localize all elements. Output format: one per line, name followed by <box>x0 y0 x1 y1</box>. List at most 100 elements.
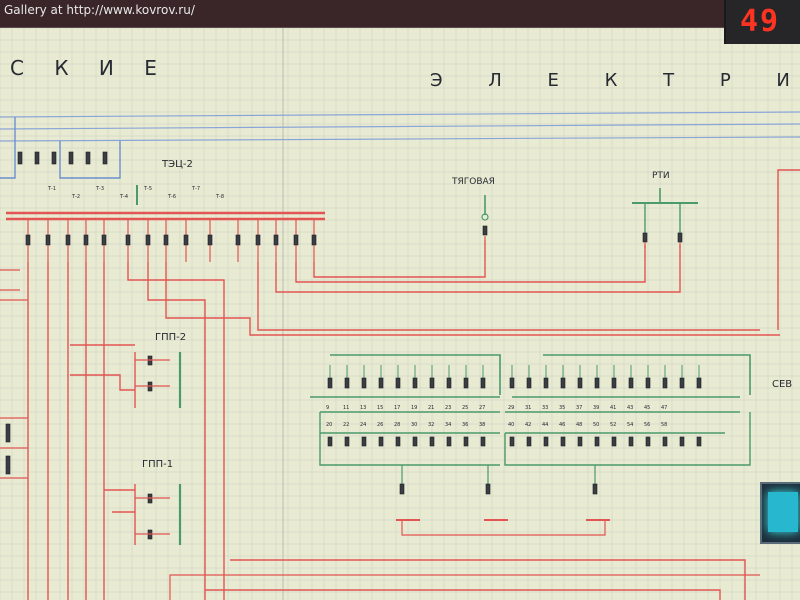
digital-counter: 49 <box>724 0 800 44</box>
bay-lower-breaker <box>412 436 418 447</box>
bay-number-bottom: 24 <box>360 422 366 428</box>
bay-lower-breaker <box>526 436 532 447</box>
bay-upper-breaker <box>679 377 685 389</box>
tec-feeder-breaker <box>83 234 89 246</box>
bay-lower-breaker <box>446 436 452 447</box>
traction-node <box>481 213 489 221</box>
bay-number-bottom: 36 <box>462 422 468 428</box>
header-right: Э Л Е К Т Р И Ч <box>430 70 800 91</box>
tec-feeder-breaker <box>25 234 31 246</box>
watermark: Gallery at http://www.kovrov.ru/ <box>4 3 195 17</box>
tec-feeder-breaker <box>183 234 189 246</box>
bay-upper-breaker <box>395 377 401 389</box>
bay-lower-breaker <box>577 436 583 447</box>
bay-number-top: 19 <box>411 405 417 411</box>
rti-breaker <box>642 232 648 243</box>
traction-breaker <box>482 225 488 236</box>
bay-upper-breaker <box>446 377 452 389</box>
bay-lower-breaker <box>395 436 401 447</box>
bay-number-bottom: 46 <box>559 422 565 428</box>
bay-lower-breaker <box>679 436 685 447</box>
outgoing-line <box>127 262 225 600</box>
bay-number-bottom: 30 <box>411 422 417 428</box>
bay-lower-breaker <box>543 436 549 447</box>
bay-upper-breaker <box>696 377 702 389</box>
outgoing-line <box>147 262 206 600</box>
left-lower-breaker <box>5 455 11 475</box>
switchgear-red-loop <box>401 520 606 536</box>
bay-number-top: 39 <box>593 405 599 411</box>
blue-line <box>0 123 800 130</box>
outgoing-line <box>257 262 760 331</box>
bay-lower-breaker <box>327 436 333 447</box>
bay-number-top: 21 <box>428 405 434 411</box>
bay-number-top: 29 <box>508 405 514 411</box>
switchgear-bottom-frame <box>319 412 500 466</box>
tec-transformer-label: Т-1 <box>47 186 56 192</box>
switchgear-outgoing-breaker <box>399 483 405 495</box>
bay-number-top: 17 <box>394 405 400 411</box>
bay-upper-breaker <box>378 377 384 389</box>
bay-upper-breaker <box>611 377 617 389</box>
bay-number-top: 13 <box>360 405 366 411</box>
tec-feeder-breaker <box>293 234 299 246</box>
bay-upper-breaker <box>577 377 583 389</box>
bay-number-bottom: 56 <box>644 422 650 428</box>
bay-number-bottom: 34 <box>445 422 451 428</box>
switchgear-bottom-frame <box>504 412 751 466</box>
bay-number-top: 23 <box>445 405 451 411</box>
blue-feeder <box>0 117 16 179</box>
bay-upper-breaker <box>662 377 668 389</box>
bay-number-bottom: 32 <box>428 422 434 428</box>
blue-breaker <box>102 151 108 165</box>
bay-lower-breaker <box>611 436 617 447</box>
tec-feeder-breaker <box>235 234 241 246</box>
bay-number-bottom: 40 <box>508 422 514 428</box>
bay-lower-breaker <box>645 436 651 447</box>
bay-upper-breaker <box>645 377 651 389</box>
tec-feeder-breaker <box>255 234 261 246</box>
bay-upper-breaker <box>412 377 418 389</box>
bay-number-bottom: 54 <box>627 422 633 428</box>
bay-lower-breaker <box>344 436 350 447</box>
switchgear-outgoing-breaker <box>485 483 491 495</box>
outgoing-line <box>165 262 780 336</box>
bottom-red-line <box>205 589 721 600</box>
outgoing-line <box>275 245 681 293</box>
bay-lower-breaker <box>509 436 515 447</box>
monitor <box>760 482 800 544</box>
bay-number-bottom: 52 <box>610 422 616 428</box>
counter-digits: 49 <box>740 4 781 39</box>
gpp2-title: ГПП-2 <box>155 332 186 343</box>
blue-feeder <box>59 141 121 179</box>
bay-number-top: 47 <box>661 405 667 411</box>
bay-upper-breaker <box>327 377 333 389</box>
switchgear-outgoing-breaker <box>592 483 598 495</box>
bay-number-bottom: 48 <box>576 422 582 428</box>
left-lower-breaker <box>5 423 11 443</box>
blue-line <box>0 111 800 118</box>
bay-upper-breaker <box>509 377 515 389</box>
tec-feeder-breaker <box>145 234 151 246</box>
gpp1-title: ГПП-1 <box>142 459 173 470</box>
bay-number-bottom: 38 <box>479 422 485 428</box>
bay-number-top: 37 <box>576 405 582 411</box>
bottom-red-line <box>230 559 746 600</box>
tec-feeder-breaker <box>125 234 131 246</box>
bay-number-top: 43 <box>627 405 633 411</box>
bay-upper-breaker <box>628 377 634 389</box>
blue-breaker <box>51 151 57 165</box>
tec-feeder-breaker <box>65 234 71 246</box>
tec-transformer-label: Т-8 <box>215 194 224 200</box>
bay-number-bottom: 22 <box>343 422 349 428</box>
bay-upper-breaker <box>560 377 566 389</box>
blue-breaker <box>17 151 23 165</box>
tec-title: ТЭЦ-2 <box>161 159 193 170</box>
tec-transformer-label: Т-2 <box>71 194 80 200</box>
tec-transformer-label: Т-3 <box>95 186 104 192</box>
bay-number-top: 9 <box>326 405 329 411</box>
bay-upper-breaker <box>480 377 486 389</box>
blue-breaker <box>85 151 91 165</box>
switchgear-top-frame <box>330 354 501 395</box>
